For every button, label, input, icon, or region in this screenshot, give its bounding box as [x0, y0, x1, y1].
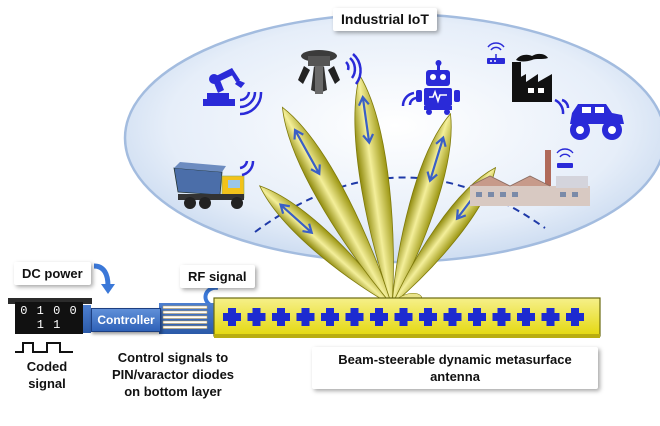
metasurface-antenna	[213, 297, 601, 338]
metasurface-unit-cell	[566, 308, 584, 326]
coded-waveform	[15, 342, 73, 353]
control-signals-label: Control signals to PIN/varactor diodes o…	[111, 350, 235, 399]
metasurface-unit-cell	[345, 308, 364, 326]
antenna-label: Beam-steerable dynamic metasurface anten…	[312, 347, 598, 389]
wifi-signal-icon	[239, 160, 255, 177]
beam-lobe-2	[281, 106, 393, 306]
factory-icon	[512, 53, 552, 102]
coded-signal-label: Coded signal	[26, 359, 68, 391]
iot-title: Industrial IoT	[333, 8, 437, 31]
control-wire-bundle	[159, 303, 215, 334]
beam-lobe-4	[391, 112, 452, 306]
metasurface-unit-cell	[468, 308, 486, 326]
rf-signal-label: RF signal	[180, 265, 255, 288]
claw-gripper-icon	[298, 50, 340, 94]
dc-power-arrow	[93, 263, 111, 287]
metasurface-unit-cell	[419, 308, 437, 326]
wifi-signal-icon	[345, 53, 362, 85]
metasurface-unit-cell	[247, 308, 266, 326]
metasurface-unit-cell	[272, 308, 290, 326]
metasurface-unit-cell	[321, 308, 339, 326]
metasurface-unit-cell	[370, 308, 388, 326]
code-display: 0 1 0 0 1 1 0	[15, 302, 83, 346]
metasurface-unit-cell	[443, 308, 462, 326]
metasurface-unit-cell	[296, 308, 315, 326]
wifi-signal-icon	[554, 98, 570, 115]
metasurface-unit-cell	[394, 308, 413, 326]
wifi-router-icon	[487, 42, 505, 64]
industrial-plant-icon	[469, 150, 590, 206]
beam-group	[258, 74, 497, 306]
robot-arm-icon	[203, 68, 245, 106]
wifi-router-icon	[556, 148, 574, 168]
metasurface-unit-cell	[541, 308, 560, 326]
dump-truck-icon	[173, 162, 245, 209]
code-display-bezel	[8, 298, 92, 304]
metasurface-unit-cell	[492, 308, 511, 326]
controller-box: Controller	[91, 308, 161, 332]
code-bits-wrap: 0	[44, 332, 54, 346]
service-robot-icon	[416, 60, 460, 115]
code-bits: 0 1 0 0 1 1	[20, 304, 78, 332]
monster-truck-icon	[570, 104, 624, 140]
dc-power-label: DC power	[14, 262, 91, 285]
wifi-signal-icon	[401, 91, 418, 107]
metasurface-unit-cell	[223, 308, 241, 326]
metasurface-unit-cell	[517, 308, 535, 326]
wifi-signal-icon	[239, 91, 263, 116]
